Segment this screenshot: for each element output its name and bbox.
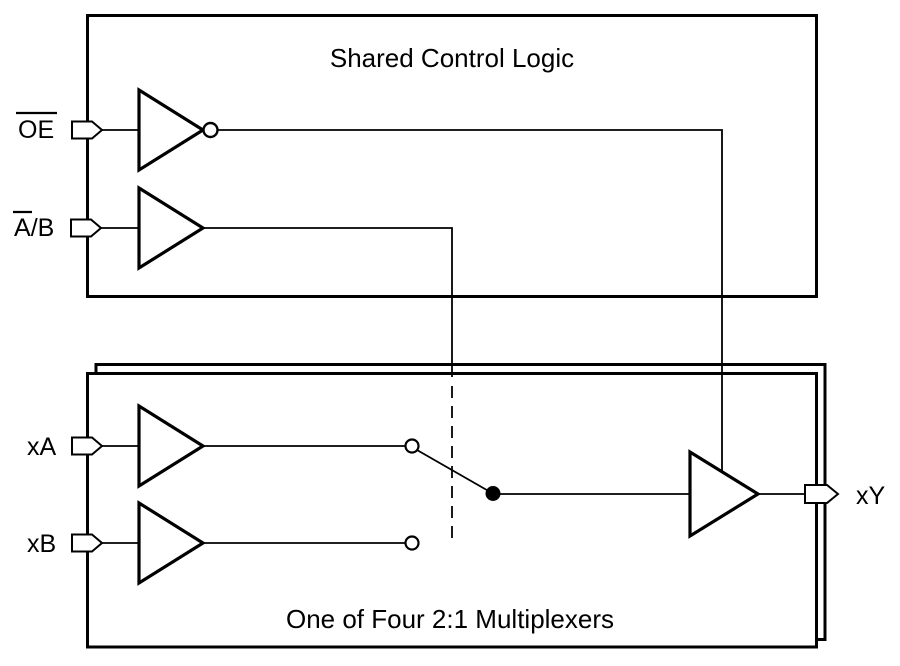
ab-buffer-triangle bbox=[137, 185, 207, 271]
xa-input-pin bbox=[71, 436, 104, 456]
xa-buffer-triangle bbox=[137, 403, 207, 489]
xy-output-pin bbox=[804, 484, 840, 504]
oe-inverter-bubble bbox=[202, 121, 219, 139]
xb-input-pin bbox=[71, 533, 104, 553]
oe-input-pin bbox=[71, 120, 104, 140]
ab-barred-letter: A bbox=[14, 214, 31, 242]
switch-common-junction-dot bbox=[485, 486, 501, 501]
output-buffer-triangle bbox=[688, 449, 762, 539]
switch-contact-b bbox=[404, 535, 420, 551]
ab-rest-letters: /B bbox=[31, 214, 55, 242]
ab-select-wire bbox=[201, 227, 453, 377]
oe-port-label: OE bbox=[18, 116, 54, 144]
xy-port-label: xY bbox=[856, 482, 886, 510]
xb-buffer-triangle bbox=[137, 500, 207, 586]
switch-contact-a bbox=[404, 438, 420, 454]
oe-enable-wire bbox=[217, 129, 723, 474]
top-block-title: Shared Control Logic bbox=[330, 43, 574, 73]
ab-port-label: A/B bbox=[14, 214, 54, 242]
shared-control-logic-block bbox=[86, 14, 818, 298]
xa-port-label: xA bbox=[27, 433, 57, 461]
switch-lever bbox=[416, 449, 493, 494]
oe-inverter-triangle bbox=[137, 87, 207, 173]
bottom-block-title: One of Four 2:1 Multiplexers bbox=[286, 604, 614, 634]
xb-port-label: xB bbox=[27, 530, 56, 558]
ab-input-pin bbox=[70, 218, 103, 238]
